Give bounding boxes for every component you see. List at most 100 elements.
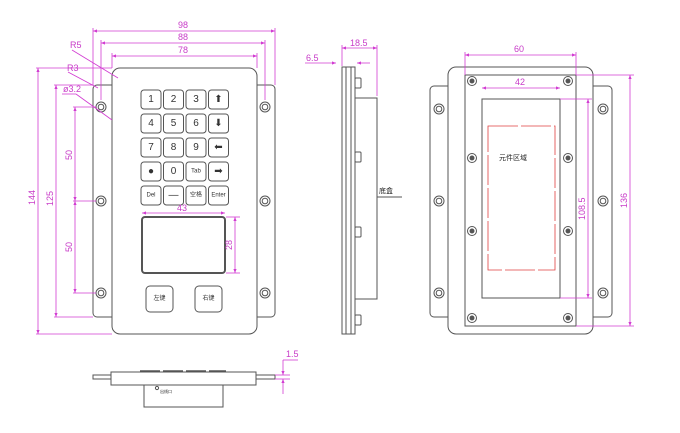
key-label: ⬇ [214,118,222,129]
back-view: 元件区域 60 42 108.5 136 [429,44,634,335]
back-frame [464,74,577,327]
dim-18-5: 18.5 [350,38,368,48]
key [163,137,184,158]
dim-42: 42 [515,77,525,87]
bottom-view: 出线口 1.5 [92,349,299,408]
cable-outlet [154,385,160,391]
key [163,89,184,110]
key-label: 2 [171,94,177,105]
key [185,137,207,158]
key-label: 0 [171,166,177,177]
dim-125: 125 [45,191,55,206]
mount-hole-icon-inner [261,103,269,111]
screw-icon [563,153,573,163]
key-label: ⬅ [214,142,222,153]
key-label: Enter [211,193,225,199]
flange-hole-icon [433,195,445,207]
mount-hole-icon [259,101,271,113]
dim-50-lower: 50 [64,242,74,252]
key [208,113,229,134]
flange-hole-icon-inner [435,105,443,113]
dim-50-upper: 50 [64,150,74,160]
dim-hole-diameter: ø3.2 [63,84,81,94]
screw-icon [563,313,573,323]
screw-icon [467,226,477,236]
flange-hole-icon [433,287,445,299]
screw-head [565,155,571,161]
cable-outlet-label: 出线口 [160,388,172,394]
side-view: 底盒 18.5 6.5 [305,38,402,335]
key [163,185,184,206]
screw-icon [563,76,573,86]
screw-head [469,228,475,234]
key-label: 4 [148,118,154,129]
key [140,113,162,134]
screw-head [565,315,571,321]
mount-hole-icon [259,287,271,299]
dim-6-5: 6.5 [306,53,319,63]
key-label: 6 [193,118,199,129]
dim-144: 144 [27,190,37,205]
screw-head [469,315,475,321]
key-label: — [169,190,179,201]
dim-r5: R5 [70,40,82,50]
back-holes [433,76,609,323]
dim-60: 60 [514,44,524,54]
bottom-box [354,97,378,300]
screw-icon [467,153,477,163]
key-label: 空格 [190,191,202,199]
dim-1-5: 1.5 [286,349,299,359]
mount-hole-icon-inner [261,289,269,297]
side-plate [341,66,356,335]
key [185,113,207,134]
key-label: ● [148,166,154,177]
flange-hole-icon [433,103,445,115]
flange-hole-icon-inner [599,289,607,297]
dim-43: 43 [177,203,187,213]
studs [354,77,362,326]
dim-98: 98 [178,20,188,30]
flange-hole-icon-inner [599,197,607,205]
stud [354,77,362,89]
key-label: 1 [148,94,154,105]
key-label: Tab [191,169,201,175]
screw-head [565,228,571,234]
dim-78: 78 [178,45,188,55]
key [140,89,162,110]
bottom-box-label: 底盒 [379,186,393,195]
key [185,185,207,206]
key-label: 9 [193,142,199,153]
dim-r3: R3 [67,63,79,73]
key [185,161,207,182]
component-area [487,125,556,271]
key-label: 5 [171,118,177,129]
dim-88: 88 [178,32,188,42]
screw-head [469,78,475,84]
stud [354,151,362,163]
stud [354,314,362,326]
mount-hole-icon [259,195,271,207]
mount-hole-icon-inner [97,289,105,297]
key-label: 3 [193,94,199,105]
key-label: Del [146,193,155,199]
bottom-faceplate [110,371,257,386]
dim-28: 28 [224,240,234,250]
flange-hole-icon [597,195,609,207]
back-window [481,98,561,299]
key [208,89,229,110]
screw-head [469,155,475,161]
flange-hole-icon [597,103,609,115]
key [163,113,184,134]
mount-hole-icon-inner [261,197,269,205]
dim-136: 136 [619,193,629,208]
flange-hole-icon-inner [435,197,443,205]
right-click-button [194,285,223,313]
flange-hole-icon-inner [599,105,607,113]
left-button-label: 左键 [153,294,165,302]
mount-hole-icon-inner [97,103,105,111]
key [140,161,162,182]
front-dimensions: 98 88 78 144 125 50 50 43 28 R5 [27,20,276,335]
left-click-button [145,285,174,313]
